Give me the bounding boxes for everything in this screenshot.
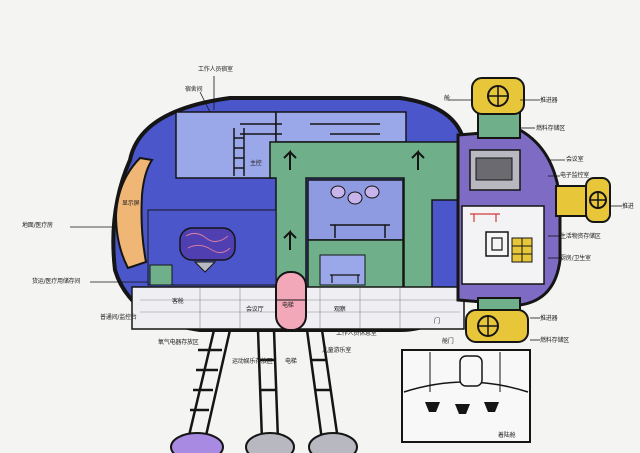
label-kitchen: 厨房/卫生室 xyxy=(560,255,591,262)
chair-icon xyxy=(330,274,360,283)
landing-leg-icon xyxy=(186,329,340,441)
label-room-b: 会议厅 xyxy=(246,306,264,313)
label-cabin: 舱 xyxy=(444,95,450,102)
label-fuel-top: 燃料存储区 xyxy=(536,125,566,132)
label-main-control: 主控 xyxy=(250,160,262,167)
lamp-icon xyxy=(425,402,499,414)
label-dormitory: 宿舍间 xyxy=(185,86,203,93)
label-oxygen-storage: 氧气电器存放区 xyxy=(158,339,199,346)
crosshair-window-icon xyxy=(487,85,509,107)
label-supplies: 生活物资存储区 xyxy=(560,233,601,240)
label-monitor-room: 电子监控室 xyxy=(560,172,590,179)
label-kids-playroom: 儿童游乐室 xyxy=(322,347,352,354)
label-fuel-bottom: 燃料存储区 xyxy=(540,337,570,344)
label-elevator: 电梯 xyxy=(285,358,297,365)
ladder-icon xyxy=(233,128,245,176)
label-hatch: 舱门 xyxy=(442,338,454,345)
label-meeting-room: 会议室 xyxy=(566,156,584,163)
label-tag-elevator: 电梯 xyxy=(282,302,294,309)
label-monitor-station: 普通间/监控台 xyxy=(100,314,137,321)
label-medical-room: 地面/医疗房 xyxy=(22,222,53,229)
label-landing-bay: 着陆舱 xyxy=(498,432,516,439)
capsule-icon xyxy=(275,271,307,331)
label-thruster-bottom: 推进器 xyxy=(540,315,558,322)
label-gate: 门 xyxy=(434,318,440,325)
label-storage: 货运/医疗用储存间 xyxy=(32,278,81,285)
label-thruster-top: 推进器 xyxy=(540,97,558,104)
label-propulsion: 推进 xyxy=(622,203,634,210)
label-room-c: 观察 xyxy=(334,306,346,313)
label-recreation-storage: 运动娱乐存放区 xyxy=(232,358,273,365)
label-crew-lounge: 工作人员休息室 xyxy=(336,330,377,337)
label-crew-quarters: 工作人员宿室 xyxy=(198,66,233,73)
label-room-a: 客舱 xyxy=(172,298,184,305)
label-display: 显示屏 xyxy=(122,200,140,207)
desk-icon xyxy=(330,224,390,238)
